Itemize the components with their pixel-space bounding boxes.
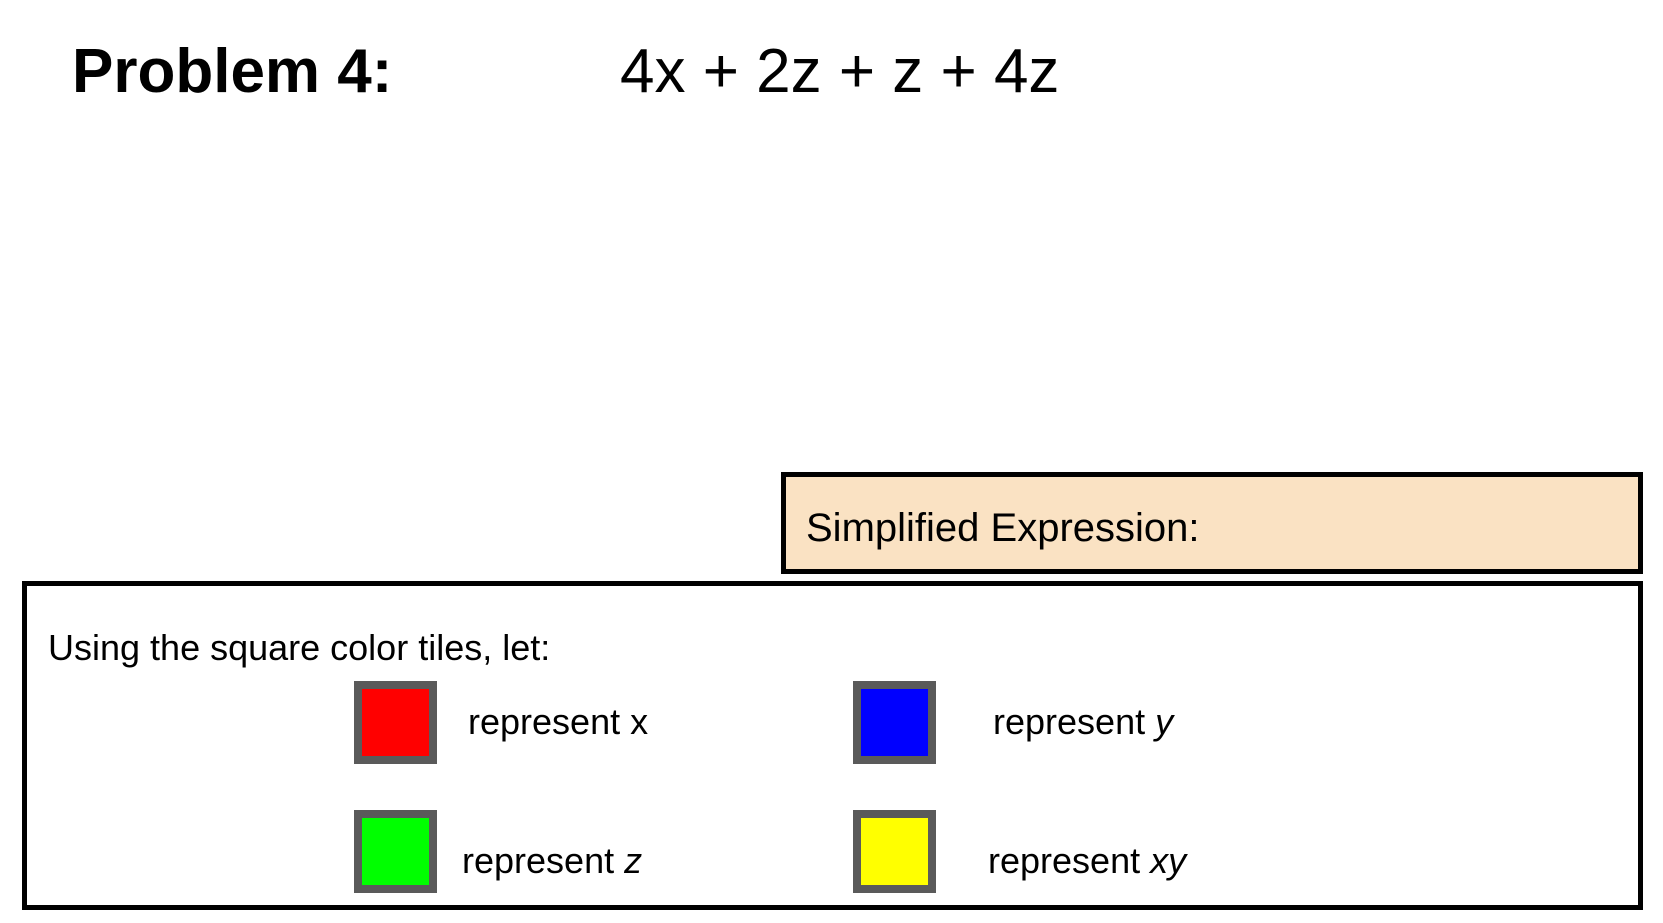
blue-tile-variable: y bbox=[1155, 701, 1174, 742]
yellow-tile-variable: xy bbox=[1150, 840, 1187, 881]
red-tile-label: represent x bbox=[468, 701, 648, 743]
yellow-tile[interactable] bbox=[853, 810, 936, 893]
red-tile-variable: x bbox=[630, 701, 649, 742]
yellow-tile-label-prefix: represent bbox=[988, 840, 1151, 881]
red-tile-label-prefix: represent bbox=[468, 701, 631, 742]
blue-tile-label-prefix: represent bbox=[993, 701, 1156, 742]
green-tile-variable: z bbox=[624, 840, 643, 881]
blue-tile-label: represent y bbox=[993, 701, 1173, 743]
simplified-expression-answer-box[interactable]: Simplified Expression: bbox=[781, 472, 1643, 574]
color-tiles-legend-panel bbox=[22, 581, 1643, 910]
tiles-instruction-text: Using the square color tiles, let: bbox=[48, 627, 551, 668]
green-tile-label: represent z bbox=[462, 840, 642, 882]
green-tile[interactable] bbox=[354, 810, 437, 893]
red-tile[interactable] bbox=[354, 681, 437, 764]
green-tile-label-prefix: represent bbox=[462, 840, 625, 881]
blue-tile[interactable] bbox=[853, 681, 936, 764]
problem-title: Problem 4: bbox=[72, 37, 393, 106]
yellow-tile-label: represent xy bbox=[988, 840, 1186, 882]
problem-expression: 4x + 2z + z + 4z bbox=[620, 37, 1060, 106]
simplified-expression-label: Simplified Expression: bbox=[806, 505, 1200, 550]
